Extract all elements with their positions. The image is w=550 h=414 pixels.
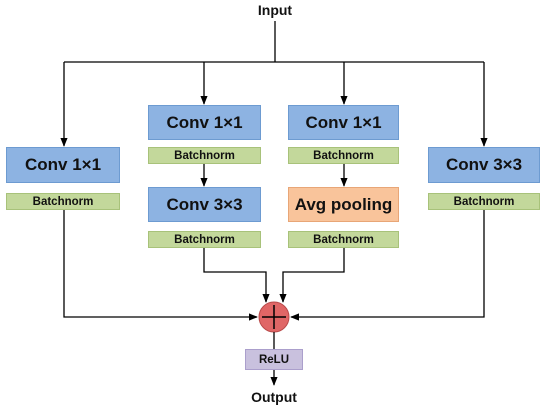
branch1-merge-arrow [63,210,258,321]
branch3-avg-pooling: Avg pooling [288,187,399,222]
branch3-batchnorm-1: Batchnorm [288,147,399,164]
input-label: Input [257,2,293,18]
branch3-conv-1x1: Conv 1×1 [288,105,399,140]
branch2-batchnorm-1: Batchnorm [148,147,261,164]
branch4-merge-arrow [290,210,485,321]
branch3-merge-arrow [279,248,345,303]
branch4-batchnorm: Batchnorm [428,193,540,210]
branch2-merge-arrow [203,248,270,303]
branch3-batchnorm-2: Batchnorm [288,231,399,248]
branch1-batchnorm: Batchnorm [6,193,120,210]
branch1-conv-1x1: Conv 1×1 [6,147,120,183]
output-label: Output [251,389,297,405]
relu-block: ReLU [245,349,303,370]
branch2-conv-1x1: Conv 1×1 [148,105,261,140]
branch2-conv-3x3: Conv 3×3 [148,187,261,222]
branch4-conv-3x3: Conv 3×3 [428,147,540,183]
branch2-batchnorm-2: Batchnorm [148,231,261,248]
